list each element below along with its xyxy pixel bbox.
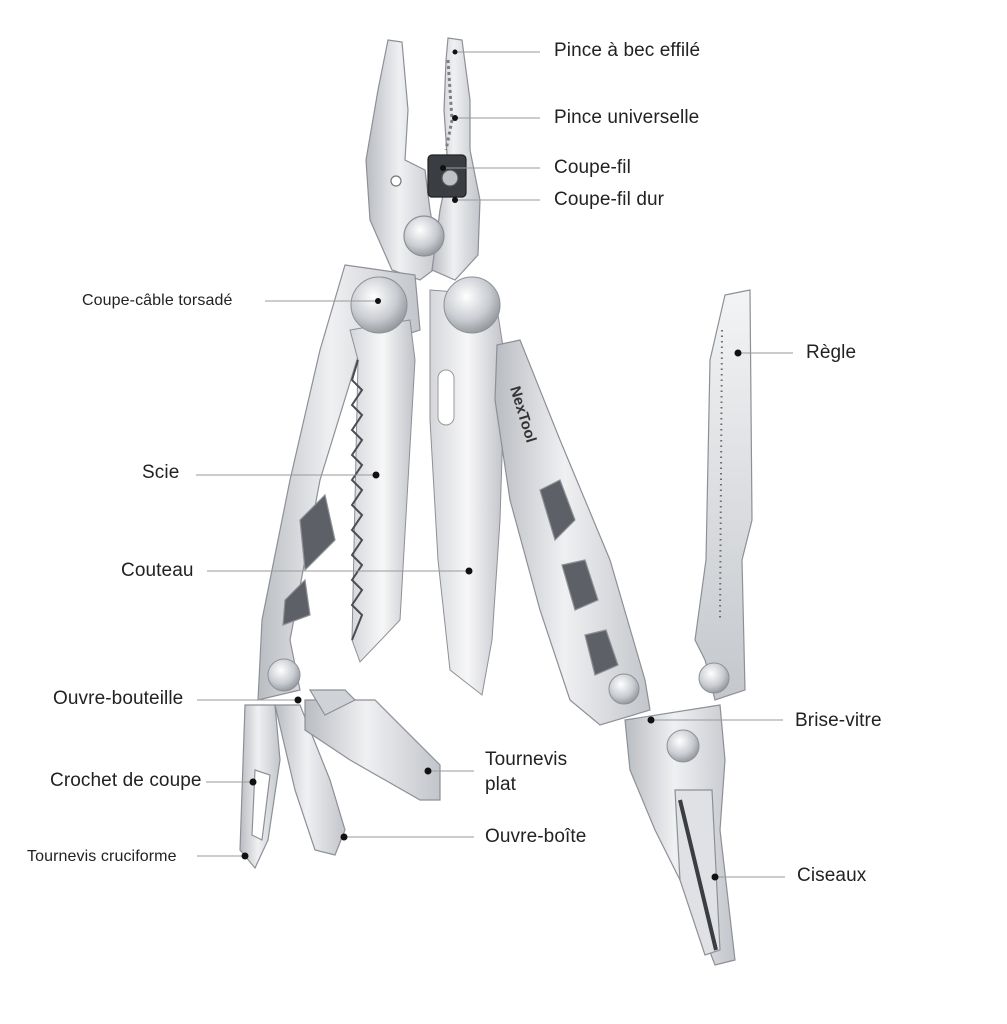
label-ruler: Règle <box>806 342 857 363</box>
saw-blade <box>349 319 416 663</box>
label-scissors: Ciseaux <box>797 865 867 886</box>
anchor-dots <box>241 49 742 881</box>
label-cutting-hook: Crochet de coupe <box>50 770 202 791</box>
label-glass-breaker: Brise-vitre <box>795 710 882 731</box>
label-phillips-screwdriver: Tournevis cruciforme <box>27 848 177 865</box>
label-bottle-opener: Ouvre-bouteille <box>53 688 184 709</box>
label-twisted-cable-cutter: Coupe-câble torsadé <box>82 292 233 309</box>
scissors <box>624 704 736 966</box>
label-needle-nose: Pince à bec effilé <box>554 40 701 61</box>
label-knife: Couteau <box>121 560 194 581</box>
ruler <box>694 289 753 701</box>
lower-tools <box>239 689 441 870</box>
leader-lines <box>196 51 793 878</box>
label-universal-pliers: Pince universelle <box>554 107 700 128</box>
knife-blade <box>429 289 506 696</box>
pliers-jaws <box>365 37 481 281</box>
pivot-screws <box>267 276 730 763</box>
label-saw: Scie <box>142 462 180 483</box>
left-handle <box>257 264 421 701</box>
right-handle: NexTool <box>494 339 651 726</box>
label-wire-cutter: Coupe-fil <box>554 157 631 178</box>
label-flat-screwdriver: Tournevis plat <box>485 749 568 796</box>
label-hard-wire-cutter: Coupe-fil dur <box>554 189 665 210</box>
label-can-opener: Ouvre-boîte <box>485 826 587 847</box>
